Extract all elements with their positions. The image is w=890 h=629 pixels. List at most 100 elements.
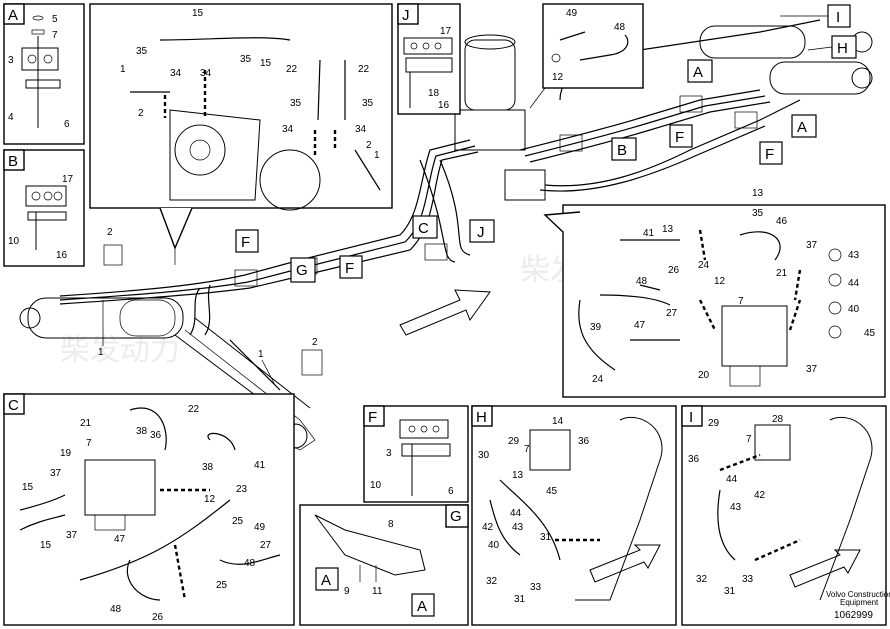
svg-text:22: 22	[286, 64, 298, 75]
svg-text:7: 7	[746, 434, 752, 445]
panel-H: H 14 29 7 36 30 13 45 44 42 43 40 31 32 …	[471, 405, 677, 626]
svg-text:42: 42	[754, 490, 766, 501]
svg-text:48: 48	[614, 22, 626, 33]
svg-text:24: 24	[592, 374, 604, 385]
svg-text:37: 37	[50, 468, 62, 479]
svg-text:44: 44	[726, 474, 738, 485]
tag-C: C	[412, 215, 438, 239]
tag-F: F	[339, 255, 363, 279]
svg-text:49: 49	[566, 8, 578, 19]
callout: 2	[312, 337, 318, 348]
tag-B: B	[611, 137, 637, 161]
tag-A: A	[411, 593, 435, 617]
valve-block	[504, 169, 546, 201]
panel-B: B 17 10 16	[3, 149, 85, 267]
svg-text:44: 44	[510, 508, 522, 519]
svg-text:13: 13	[752, 188, 764, 199]
svg-text:12: 12	[552, 72, 564, 83]
tag-H: H	[831, 35, 857, 59]
svg-text:H: H	[837, 40, 848, 57]
panel-J: J 17 18 16	[397, 3, 461, 115]
svg-text:3: 3	[8, 55, 14, 66]
svg-text:J: J	[477, 224, 485, 241]
footer-line2: Equipment	[840, 598, 879, 607]
svg-text:42: 42	[482, 522, 494, 533]
svg-text:41: 41	[643, 228, 655, 239]
svg-text:31: 31	[514, 594, 526, 605]
panel-J-title: J	[402, 7, 410, 24]
svg-text:34: 34	[200, 68, 212, 79]
svg-text:14: 14	[552, 416, 564, 427]
drawing-number: 1062999	[834, 610, 873, 621]
svg-text:39: 39	[590, 322, 602, 333]
svg-text:A: A	[321, 572, 331, 589]
svg-text:38: 38	[202, 462, 214, 473]
svg-text:41: 41	[254, 460, 266, 471]
tag-A: A	[791, 114, 817, 138]
svg-text:16: 16	[56, 250, 68, 261]
svg-text:A: A	[797, 119, 807, 136]
svg-text:C: C	[418, 220, 429, 237]
svg-text:3: 3	[386, 448, 392, 459]
svg-text:10: 10	[370, 480, 382, 491]
svg-text:34: 34	[170, 68, 182, 79]
panel-top-right-detail: 49 48 12	[529, 3, 644, 109]
svg-text:48: 48	[244, 558, 256, 569]
direction-arrow	[399, 289, 491, 336]
panel-A: A 5 7 3 4 6	[3, 3, 85, 145]
svg-text:19: 19	[60, 448, 72, 459]
svg-text:47: 47	[634, 320, 646, 331]
svg-text:32: 32	[486, 576, 498, 587]
swivel-joint	[464, 39, 516, 111]
svg-text:16: 16	[438, 100, 450, 111]
callout: 1	[258, 349, 264, 360]
svg-text:I: I	[836, 9, 840, 26]
svg-text:23: 23	[236, 484, 248, 495]
tag-F: F	[235, 229, 259, 253]
svg-text:22: 22	[358, 64, 370, 75]
svg-text:29: 29	[508, 436, 520, 447]
svg-text:15: 15	[40, 540, 52, 551]
svg-text:36: 36	[688, 454, 700, 465]
svg-text:35: 35	[362, 98, 374, 109]
svg-text:35: 35	[240, 54, 252, 65]
tag-F: F	[759, 141, 783, 165]
svg-text:F: F	[241, 234, 250, 251]
svg-text:2: 2	[138, 108, 144, 119]
tag-J: J	[469, 219, 495, 243]
svg-text:49: 49	[254, 522, 266, 533]
tag-F: F	[669, 124, 693, 148]
panel-I: I 28 29 7 36 44 42 43 32 31 33 Volvo Con…	[681, 405, 890, 626]
svg-text:26: 26	[668, 265, 680, 276]
svg-text:34: 34	[282, 124, 294, 135]
svg-text:29: 29	[708, 418, 720, 429]
svg-text:35: 35	[752, 208, 764, 219]
svg-text:7: 7	[524, 444, 530, 455]
svg-text:F: F	[765, 146, 774, 163]
svg-text:15: 15	[192, 8, 204, 19]
panel-B-title: B	[8, 153, 18, 170]
svg-text:48: 48	[110, 604, 122, 615]
callout: 2	[107, 227, 113, 238]
panel-F: F 3 10 6	[363, 405, 469, 503]
svg-text:32: 32	[696, 574, 708, 585]
svg-text:1: 1	[120, 64, 126, 75]
svg-text:B: B	[617, 142, 627, 159]
svg-text:21: 21	[80, 418, 92, 429]
svg-text:F: F	[345, 260, 354, 277]
svg-text:43: 43	[512, 522, 524, 533]
panel-I-title: I	[689, 409, 693, 426]
svg-text:27: 27	[666, 308, 678, 319]
boom-cylinder-left	[27, 297, 184, 339]
tag-I: I	[827, 4, 851, 28]
svg-text:11: 11	[372, 586, 383, 597]
panel-C: C 21 7 22 38 19 37 15 15 12 36 38 41 23 …	[3, 393, 295, 626]
svg-text:17: 17	[62, 174, 74, 185]
svg-text:5: 5	[52, 14, 58, 25]
svg-text:4: 4	[8, 112, 14, 123]
svg-text:15: 15	[22, 482, 34, 493]
panel-C-title: C	[8, 397, 19, 414]
tag-G: G	[290, 257, 316, 283]
